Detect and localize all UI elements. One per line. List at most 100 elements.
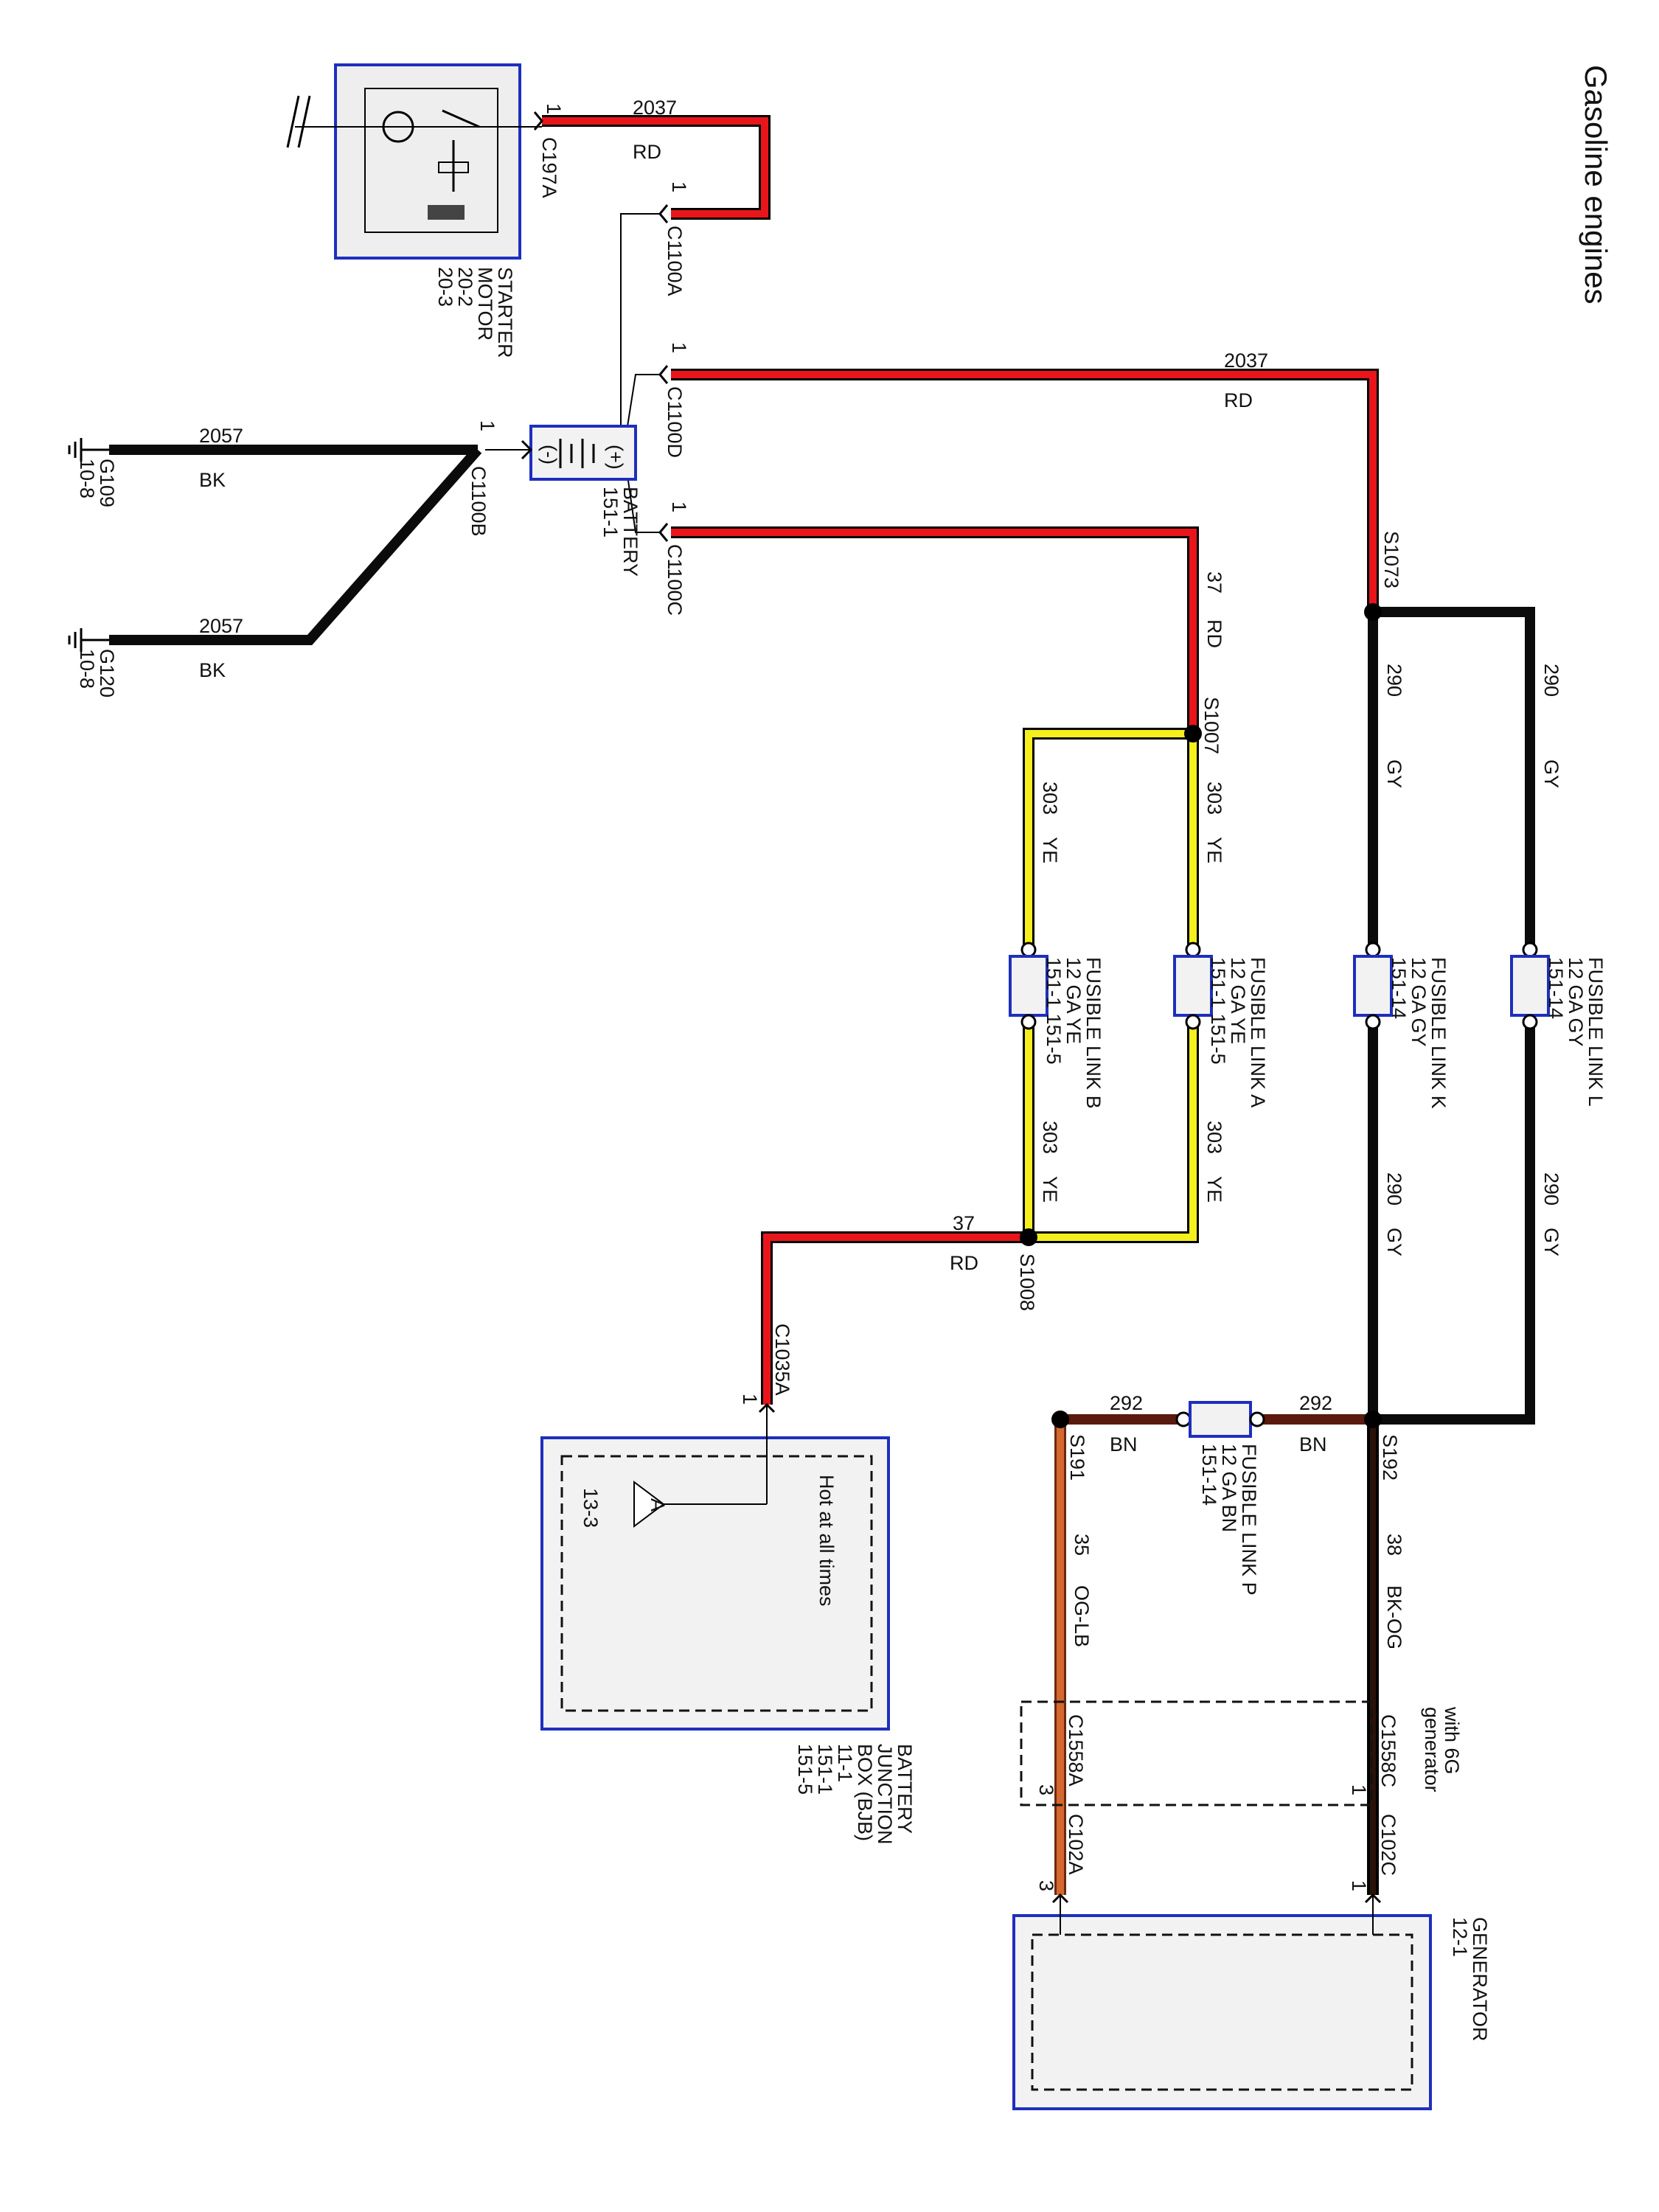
connector-c1035a: C1035A — [771, 1324, 793, 1396]
splice-s191 — [1051, 1411, 1069, 1428]
wire-37-s1007 — [671, 526, 1199, 734]
wire-label-303-b: 303 — [1039, 782, 1061, 815]
pin-c197a: 1 — [543, 103, 565, 114]
wire-label-37-b: 37 — [953, 1212, 975, 1234]
with-6g-label: with 6G generator — [1421, 1706, 1463, 1792]
battery-label: BATTERY 151-1 — [599, 487, 641, 577]
svg-text:MOTOR: MOTOR — [474, 267, 496, 341]
pin-c1035a: 1 — [739, 1394, 761, 1405]
splice-s1073-label: S1073 — [1380, 531, 1402, 588]
battery — [529, 425, 637, 481]
wire-label-gy-c: GY — [1383, 1228, 1405, 1256]
connector-c1100a: C1100A — [664, 226, 686, 296]
fusible-link-k-label: FUSIBLE LINK K 12 GA GY 151-14 — [1388, 957, 1450, 1109]
wire-label-38: 38 — [1383, 1534, 1405, 1556]
fusible-link-p-label: FUSIBLE LINK P 12 GA BN 151-14 — [1198, 1444, 1260, 1596]
svg-text:FUSIBLE LINK B: FUSIBLE LINK B — [1082, 957, 1105, 1109]
splice-s1008-label: S1008 — [1016, 1253, 1038, 1311]
fusible-link-k — [1353, 942, 1393, 1030]
wire-label-2057-b: 2057 — [199, 615, 243, 637]
wire-label-303-a: 303 — [1203, 782, 1225, 815]
pin-c102c: 1 — [1348, 1880, 1370, 1891]
pin-c1100b: 1 — [476, 420, 498, 431]
wire-label-37-a: 37 — [1203, 571, 1225, 594]
splice-s1008 — [1020, 1228, 1037, 1246]
page-title: Gasoline engines — [1579, 65, 1613, 305]
g109-label: G109 10-8 — [76, 459, 118, 507]
svg-text:with 6G: with 6G — [1441, 1706, 1463, 1775]
wire-label-bn-b: BN — [1299, 1433, 1327, 1455]
wire-label-292-a: 292 — [1110, 1392, 1143, 1414]
fusible-link-l-label: FUSIBLE LINK L 12 GA GY 151-14 — [1545, 957, 1607, 1107]
connector-c1558c: C1558C — [1377, 1714, 1399, 1787]
splice-s191-label: S191 — [1066, 1434, 1088, 1481]
fusible-link-b-label: FUSIBLE LINK B 12 GA YE 151-1 151-5 — [1043, 957, 1105, 1109]
svg-text:generator: generator — [1421, 1707, 1443, 1792]
splice-s1007-label: S1007 — [1200, 697, 1222, 754]
wire-label-ye-c: YE — [1203, 1176, 1225, 1203]
svg-text:20-2: 20-2 — [454, 267, 476, 307]
battery-plus-label: (+) — [605, 445, 627, 470]
bjb-ref: 13-3 — [580, 1488, 602, 1528]
wire-label-bn-a: BN — [1110, 1433, 1138, 1455]
wire-label-292-b: 292 — [1299, 1392, 1332, 1414]
svg-text:10-8: 10-8 — [76, 459, 98, 498]
svg-text:151-1: 151-1 — [599, 487, 622, 538]
svg-text:BATTERY: BATTERY — [894, 1744, 916, 1834]
ground-g109-icon — [68, 438, 109, 462]
wire-label-ye-b: YE — [1039, 837, 1061, 863]
pin-c1100d: 1 — [668, 342, 690, 353]
svg-text:FUSIBLE LINK P: FUSIBLE LINK P — [1238, 1444, 1260, 1596]
svg-text:STARTER: STARTER — [494, 267, 516, 358]
svg-text:12 GA YE: 12 GA YE — [1227, 957, 1249, 1044]
svg-text:G120: G120 — [96, 649, 118, 698]
starter-motor-label: STARTER MOTOR 20-2 20-3 — [434, 267, 516, 358]
svg-text:FUSIBLE LINK L: FUSIBLE LINK L — [1585, 957, 1607, 1107]
svg-text:151-14: 151-14 — [1545, 957, 1567, 1019]
svg-text:12 GA GY: 12 GA GY — [1408, 957, 1430, 1047]
pin-c1100a: 1 — [668, 181, 690, 192]
wire-label-290-b: 290 — [1540, 664, 1562, 697]
hot-at-all-times-marker — [633, 1481, 665, 1528]
wire-label-ye-d: YE — [1039, 1176, 1061, 1203]
connector-c1558a: C1558A — [1065, 1714, 1087, 1787]
wire-label-2057-a: 2057 — [199, 425, 243, 447]
connector-c1100d: C1100D — [664, 386, 686, 458]
wire-label-rd-c: RD — [1203, 619, 1225, 648]
svg-text:BOX (BJB): BOX (BJB) — [854, 1744, 876, 1841]
wire-2057-ground — [109, 445, 482, 645]
wire-label-290-d: 290 — [1540, 1172, 1562, 1206]
pin-c1558c: 1 — [1348, 1784, 1370, 1795]
pin-c1558a: 3 — [1035, 1784, 1057, 1795]
svg-text:GENERATOR: GENERATOR — [1469, 1917, 1491, 2042]
fusible-link-a-label: FUSIBLE LINK A 12 GA YE 151-1 151-5 — [1207, 957, 1269, 1107]
battery-feed-lines — [485, 213, 660, 533]
wire-label-35: 35 — [1071, 1534, 1093, 1556]
connector-c1100b: C1100B — [467, 466, 490, 537]
wire-2037-starter — [542, 115, 771, 220]
fusible-link-l — [1510, 942, 1550, 1030]
connector-c197a: C197A — [538, 137, 560, 198]
wire-2037-s1073 — [671, 369, 1379, 612]
wire-303-yellow — [1023, 728, 1199, 1243]
svg-text:12 GA YE: 12 GA YE — [1062, 957, 1085, 1044]
fusible-link-b — [1009, 942, 1048, 1030]
svg-text:11-1: 11-1 — [834, 1744, 856, 1782]
wire-label-gy-a: GY — [1383, 759, 1405, 788]
battery-minus-label: (-) — [538, 445, 560, 465]
svg-text:12-1: 12-1 — [1449, 1917, 1471, 1957]
wire-label-303-d: 303 — [1039, 1121, 1061, 1154]
svg-text:FUSIBLE LINK K: FUSIBLE LINK K — [1427, 957, 1450, 1109]
svg-text:151-5: 151-5 — [794, 1744, 816, 1795]
splice-s1007 — [1184, 725, 1202, 742]
connector-c102c: C102C — [1377, 1814, 1399, 1876]
wire-label-ye-a: YE — [1203, 837, 1225, 863]
bjb-marker-letter: A — [647, 1498, 669, 1512]
pin-c102a: 3 — [1035, 1880, 1057, 1891]
pin-c1100c: 1 — [668, 501, 690, 512]
svg-text:12 GA GY: 12 GA GY — [1565, 957, 1587, 1047]
svg-text:151-1: 151-1 — [814, 1744, 836, 1795]
wire-label-290-c: 290 — [1383, 1172, 1405, 1206]
wire-label-oglb: OG-LB — [1071, 1585, 1093, 1647]
